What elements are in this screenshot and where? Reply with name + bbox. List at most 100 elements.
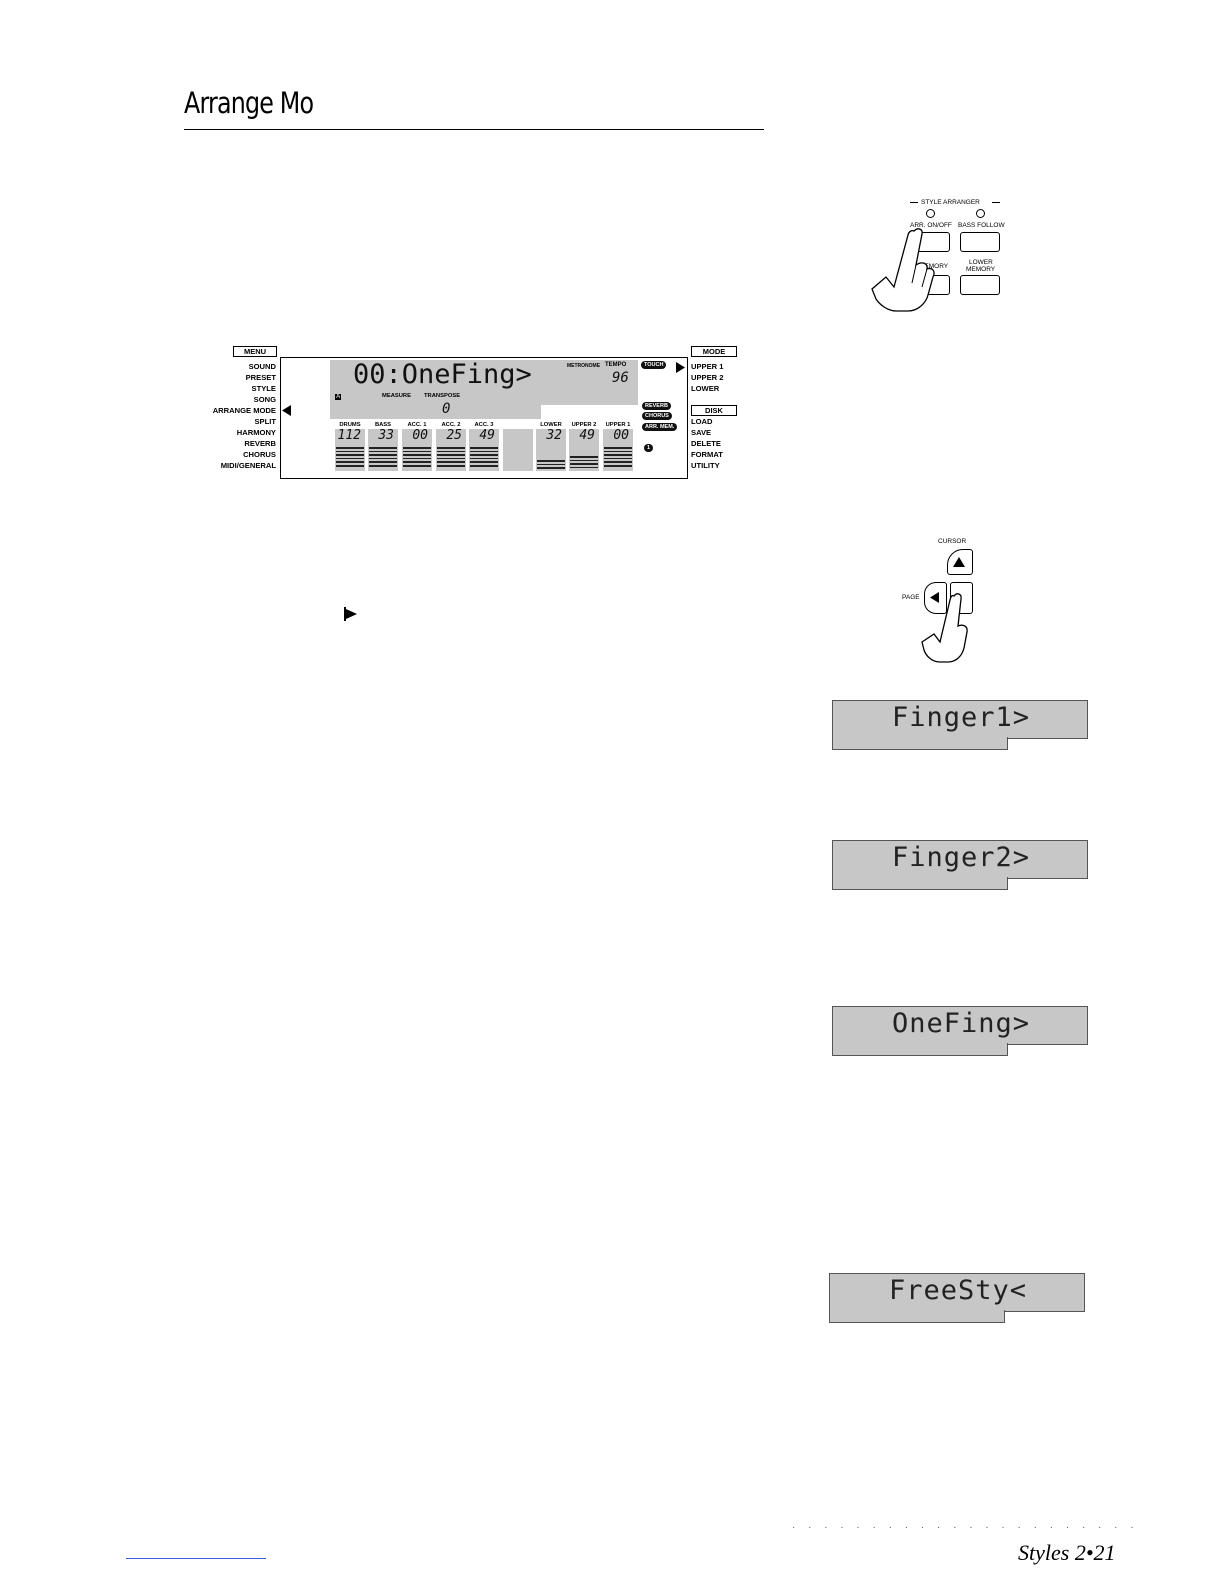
arranger-rule-left bbox=[910, 202, 918, 203]
disk-item-save: SAVE bbox=[691, 428, 712, 437]
cursor-label: CURSOR bbox=[938, 538, 967, 545]
disk-item-load: LOAD bbox=[691, 417, 713, 426]
channel-value: 49 bbox=[579, 428, 595, 443]
touch-indicator: TOUCH bbox=[641, 361, 667, 369]
lcd-screen-finger2: Finger2> bbox=[832, 840, 1088, 890]
lcd-screen-panel bbox=[832, 1006, 1088, 1045]
mode-pointer-icon bbox=[676, 362, 685, 373]
mode-item-lower: LOWER bbox=[691, 384, 720, 393]
memory-label: MEMORY bbox=[919, 263, 949, 270]
channel-name: ACC. 2 bbox=[441, 422, 461, 428]
disk-title: DISK bbox=[691, 405, 737, 416]
lcd-screen-step bbox=[832, 1043, 1008, 1056]
arr-mem-indicator: ARR. MEM. bbox=[642, 423, 678, 431]
lcd-screen-text: FreeSty< bbox=[889, 1275, 1028, 1306]
measure-label: MEASURE bbox=[382, 393, 411, 399]
arrow-up-icon bbox=[953, 557, 965, 567]
lower-memory-button[interactable] bbox=[960, 275, 1000, 295]
channel-value: 32 bbox=[546, 428, 562, 443]
channel-value: 112 bbox=[337, 428, 361, 443]
channel-level-bars bbox=[537, 460, 565, 471]
menu-item-harmony: HARMONY bbox=[236, 428, 276, 437]
channel-level-bars bbox=[470, 447, 498, 469]
channel-value: 00 bbox=[412, 428, 428, 443]
lcd-screen-freesty: FreeSty< bbox=[829, 1273, 1085, 1323]
arranger-title: STYLE ARRANGER bbox=[921, 199, 980, 206]
display-upper-lcd bbox=[330, 360, 638, 405]
channel-level-bars bbox=[336, 447, 364, 469]
channel-name: ACC. 3 bbox=[474, 422, 494, 428]
menu-item-song: SONG bbox=[253, 395, 276, 404]
heading-rule bbox=[184, 129, 764, 130]
channel-lcd bbox=[469, 429, 499, 471]
menu-item-style: STYLE bbox=[251, 384, 276, 393]
lcd-screen-panel bbox=[829, 1273, 1085, 1312]
arr-on-off-label: ARR. ON/OFF bbox=[910, 222, 952, 229]
channel-name: BASS bbox=[374, 422, 392, 428]
lower-memory-label-2: MEMORY bbox=[966, 266, 996, 273]
menu-title: MENU bbox=[233, 346, 277, 357]
page-label: PAGE bbox=[902, 594, 920, 601]
lower-memory-label-1: LOWER bbox=[969, 259, 993, 266]
menu-item-split: SPLIT bbox=[254, 417, 276, 426]
channel-value: 00 bbox=[613, 428, 629, 443]
channel-lcd bbox=[335, 429, 365, 471]
transpose-label: TRANSPOSE bbox=[424, 393, 461, 399]
style-arranger-panel: STYLE ARRANGER ARR. ON/OFF BASS FOLLOW M… bbox=[870, 195, 1020, 315]
a-marker: A bbox=[335, 394, 342, 400]
main-display-diagram: MENU SOUND PRESET STYLE SONG ARRANGE MOD… bbox=[200, 340, 760, 490]
menu-item-reverb: REVERB bbox=[244, 439, 276, 448]
menu-item-chorus: CHORUS bbox=[243, 450, 276, 459]
display-frame bbox=[280, 357, 688, 479]
bass-follow-label: BASS FOLLOW bbox=[958, 222, 1005, 229]
footer-page-reference: Styles 2•21 bbox=[1018, 1540, 1116, 1565]
chorus-indicator: CHORUS bbox=[642, 412, 672, 420]
cursor-up-button[interactable] bbox=[947, 549, 973, 575]
cursor-panel: CURSOR PAGE bbox=[895, 535, 1005, 665]
page-heading: Arrange Mo bbox=[184, 86, 314, 120]
lcd-screen-step bbox=[832, 877, 1008, 890]
mode-item-upper-2: UPPER 2 bbox=[691, 373, 724, 382]
menu-item-midi-general: MIDI/GENERAL bbox=[220, 461, 276, 470]
bass-follow-button[interactable] bbox=[960, 232, 1000, 252]
lcd-screen-step bbox=[829, 1310, 1005, 1323]
channel-level-bars bbox=[437, 447, 465, 469]
mode-item-upper-1: UPPER 1 bbox=[691, 362, 724, 371]
channel-value: 33 bbox=[378, 428, 394, 443]
channel-lcd bbox=[603, 429, 633, 471]
menu-item-arrange-mode: ARRANGE MODE bbox=[212, 406, 276, 415]
menu-item-sound: SOUND bbox=[248, 362, 276, 371]
channel-name: UPPER 1 bbox=[605, 422, 631, 428]
disk-item-utility: UTILITY bbox=[691, 461, 720, 470]
channel-level-bars bbox=[570, 456, 598, 470]
page-marker-icon bbox=[344, 607, 357, 621]
arrow-left-icon bbox=[930, 592, 939, 603]
channel-level-bars bbox=[604, 447, 632, 469]
lcd-screen-finger1: Finger1> bbox=[832, 700, 1088, 750]
tempo-label: TEMPO bbox=[605, 362, 627, 368]
lcd-screen-step bbox=[832, 737, 1008, 750]
bank-number-indicator: 1 bbox=[644, 444, 654, 452]
lcd-screen-text: Finger1> bbox=[892, 702, 1031, 733]
channel-value: 25 bbox=[446, 428, 462, 443]
footer-dot-leader: · · · · · · · · · · · · · · · · · · · · … bbox=[792, 1522, 1139, 1533]
arranger-rule-right bbox=[992, 202, 1000, 203]
channel-lcd bbox=[368, 429, 398, 471]
channel-name: UPPER 2 bbox=[571, 422, 597, 428]
metronome-label: METRONOME bbox=[567, 363, 601, 369]
channel-level-bars bbox=[369, 447, 397, 469]
disk-item-delete: DELETE bbox=[691, 439, 721, 448]
channel-value: 49 bbox=[479, 428, 495, 443]
lcd-screen-text: Finger2> bbox=[892, 842, 1031, 873]
menu-item-preset: PRESET bbox=[245, 373, 276, 382]
channel-name: LOWER bbox=[540, 422, 562, 428]
channel-name: DRUMS bbox=[339, 422, 361, 428]
main-lcd-text: 00:OneFing> bbox=[353, 359, 532, 390]
pressing-hand-icon bbox=[871, 228, 935, 312]
channel-lcd bbox=[436, 429, 466, 471]
channel-name: ACC. 1 bbox=[407, 422, 427, 428]
disk-item-format: FORMAT bbox=[691, 450, 723, 459]
tempo-value: 96 bbox=[612, 370, 629, 386]
display-upper-lcd-step bbox=[330, 405, 541, 419]
lcd-screen-text: OneFing> bbox=[892, 1008, 1031, 1039]
